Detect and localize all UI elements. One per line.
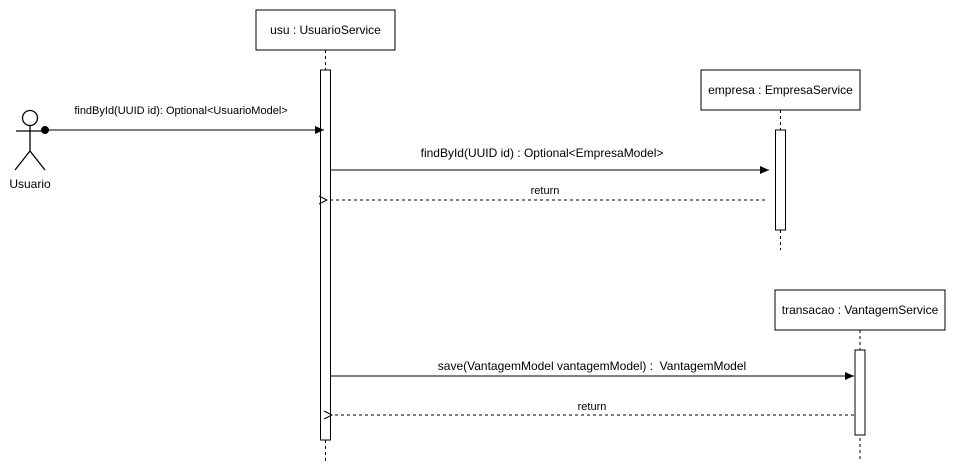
- participant-label-usu: usu : UsuarioService: [270, 23, 381, 37]
- participant-empresa: empresa : EmpresaService: [700, 69, 861, 250]
- participant-box-transacao: [774, 289, 946, 331]
- participant-box-empresa: [700, 69, 861, 111]
- activation-usu: [320, 69, 331, 441]
- message-label: findById(UUID id): Optional<UsuarioModel…: [74, 105, 287, 117]
- participant-transacao: transacao : VantagemService: [774, 289, 946, 462]
- activation-empresa: [775, 129, 786, 231]
- actor-usuario: Usuario: [9, 109, 51, 191]
- message-find-empresa: findById(UUID id) : Optional<EmpresaMode…: [330, 146, 769, 174]
- actor-label: Usuario: [9, 177, 51, 191]
- message-save-vantagem: save(VantagemModel vantagemModel) : Vant…: [330, 359, 854, 380]
- return-label: return: [531, 185, 560, 197]
- actor-head: [21, 109, 39, 127]
- return-label: return: [578, 401, 607, 413]
- participant-box-usu: [255, 9, 396, 51]
- participant-label-empresa: empresa : EmpresaService: [708, 83, 853, 97]
- actor-leg-right: [29, 150, 46, 171]
- activation-transacao: [854, 349, 866, 436]
- actor-leg-left: [14, 150, 31, 171]
- return-empresa: return: [327, 185, 765, 200]
- return-transacao: return: [332, 401, 854, 415]
- participant-usu: usu : UsuarioService: [255, 9, 396, 462]
- participant-label-transacao: transacao : VantagemService: [782, 303, 939, 317]
- message-label: findById(UUID id) : Optional<EmpresaMode…: [421, 146, 664, 160]
- message-label: save(VantagemModel vantagemModel) : Vant…: [438, 359, 746, 373]
- message-find-usuario: findById(UUID id): Optional<UsuarioModel…: [41, 105, 324, 134]
